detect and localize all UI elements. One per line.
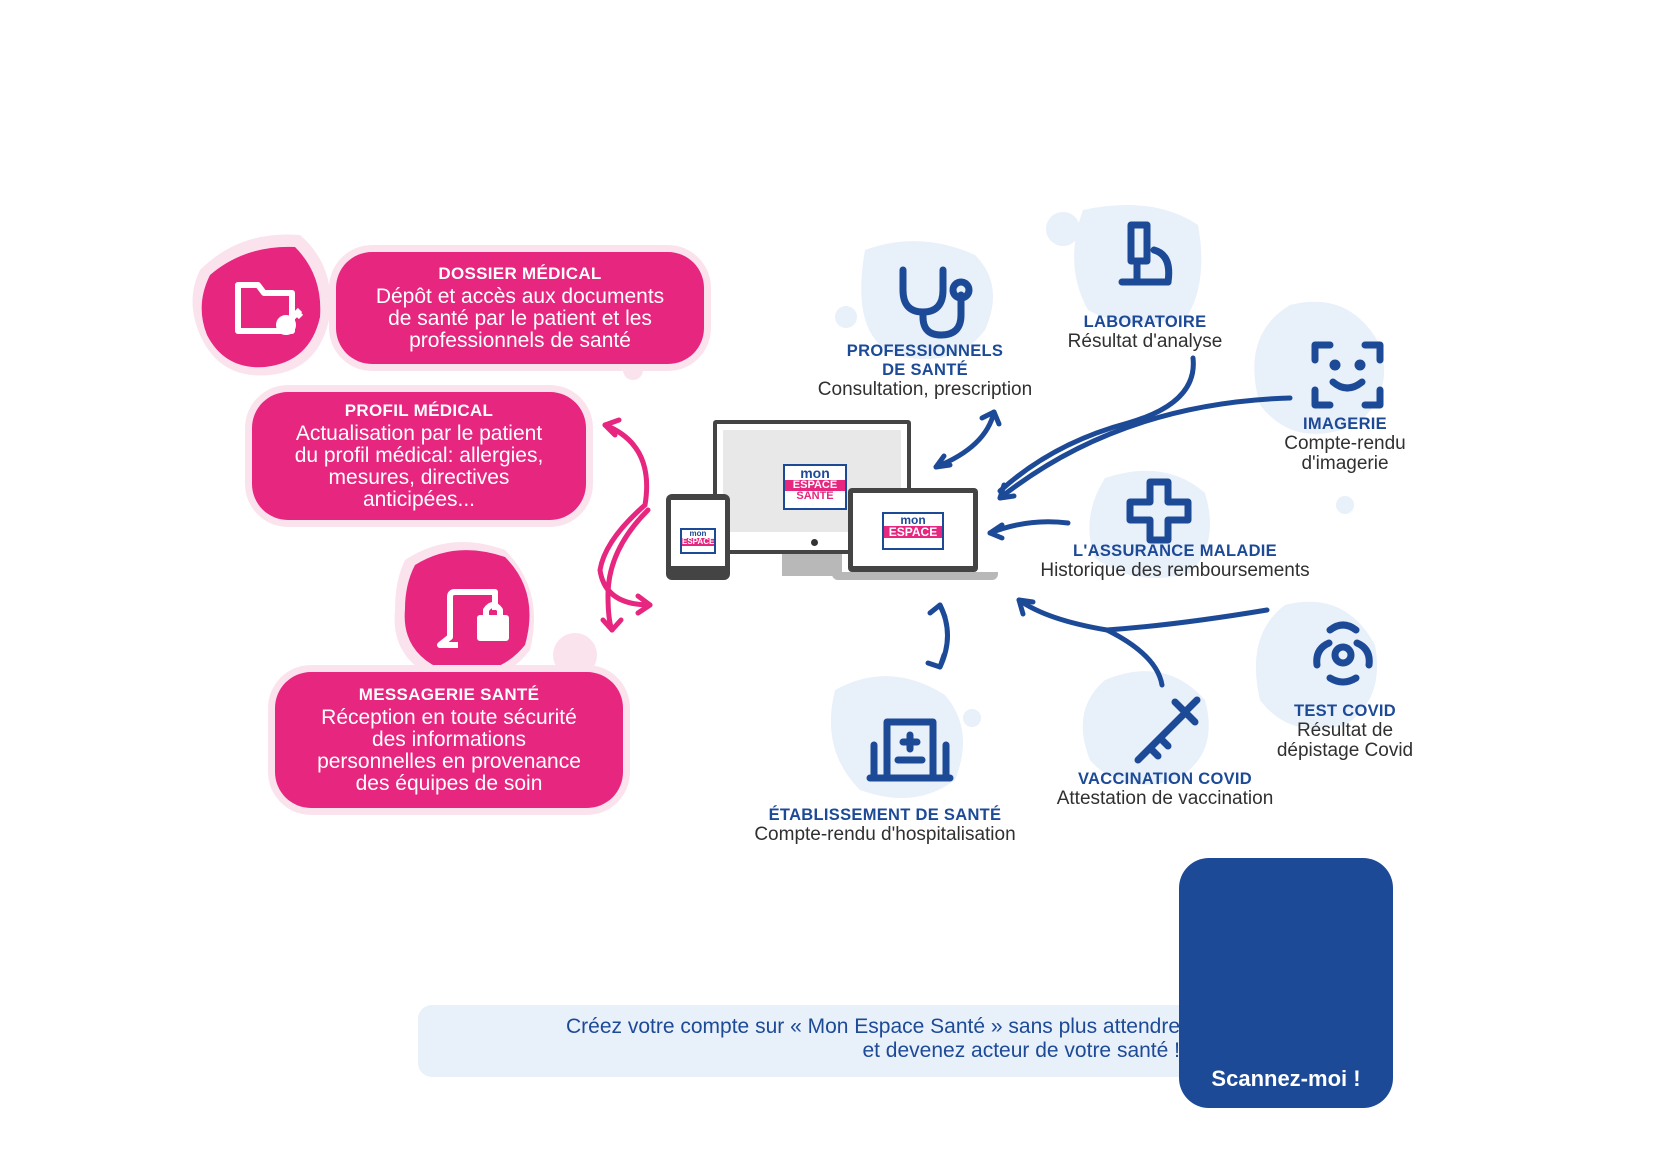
laptop-base [832, 572, 998, 580]
label-desc: Consultation, prescription [817, 379, 1033, 400]
card-desc-line: Actualisation par le patient [295, 422, 543, 445]
label-professionnels: PROFESSIONNELS DE SANTÉ Consultation, pr… [790, 342, 1060, 400]
qr-card[interactable]: Scannez-moi ! [1179, 858, 1393, 1108]
message-lock-icon [437, 589, 509, 648]
card-desc-line: personnelles en provenance [317, 750, 581, 773]
label-vaccination-covid: VACCINATION COVID Attestation de vaccina… [1020, 770, 1310, 809]
card-dossier-medical: DOSSIER MÉDICAL Dépôt et accès aux docum… [336, 252, 704, 364]
label-laboratoire: LABORATOIRE Résultat d'analyse [1030, 313, 1260, 352]
label-desc: Compte-rendu [1284, 433, 1406, 454]
syringe-icon [1134, 696, 1201, 764]
label-desc: Résultat de [1296, 720, 1394, 741]
label-title: TEST COVID [1293, 702, 1396, 720]
label-test-covid: TEST COVID Résultat de dépistage Covid [1250, 702, 1440, 761]
label-desc: Compte-rendu d'hospitalisation [754, 824, 1016, 845]
card-profil-medical: PROFIL MÉDICAL Actualisation par le pati… [252, 392, 586, 520]
label-title: VACCINATION COVID [1077, 770, 1253, 788]
card-desc-line: du profil médical: allergies, [294, 444, 544, 467]
label-etablissement: ÉTABLISSEMENT DE SANTÉ Compte-rendu d'ho… [720, 806, 1050, 845]
label-title: L'ASSURANCE MALADIE [1073, 542, 1277, 560]
hospital-icon [866, 718, 954, 782]
label-desc: Attestation de vaccination [1056, 788, 1274, 809]
label-desc: Résultat d'analyse [1067, 331, 1223, 352]
qr-label: Scannez-moi ! [1211, 1066, 1361, 1091]
folder-key-icon [235, 282, 304, 335]
cta-line-2: et devenez acteur de votre santé ! [862, 1039, 1180, 1062]
label-desc: d'imagerie [1301, 453, 1389, 474]
laptop: mon ESPACE [848, 488, 978, 572]
card-title: DOSSIER MÉDICAL [438, 264, 602, 283]
tablet: mon ESPACE [666, 494, 730, 580]
card-desc-line: anticipées... [362, 488, 476, 511]
label-title: DE SANTÉ [882, 361, 968, 379]
card-desc-line: Réception en toute sécurité [321, 706, 577, 729]
card-desc-line: de santé par le patient et les [388, 307, 652, 330]
stethoscope-icon [899, 266, 973, 339]
pink-icon-blobs [192, 234, 643, 682]
cta-line-1: Créez votre compte sur « Mon Espace Sant… [566, 1015, 1180, 1038]
card-desc-line: Dépôt et accès aux documents [375, 285, 665, 308]
label-desc: dépistage Covid [1276, 740, 1414, 761]
blue-arrows [925, 355, 1293, 688]
card-desc-line: des équipes de soin [355, 772, 543, 795]
laptop-logo: mon ESPACE [882, 512, 944, 550]
biohazard-icon [1313, 621, 1373, 686]
label-title: LABORATOIRE [1083, 313, 1207, 331]
label-title: IMAGERIE [1303, 415, 1387, 433]
label-title: ÉTABLISSEMENT DE SANTÉ [768, 806, 1002, 824]
card-desc-line: professionnels de santé [409, 329, 631, 352]
monitor-logo: mon ESPACE SANTÉ [783, 464, 847, 510]
label-desc: Historique des remboursements [1040, 560, 1310, 581]
card-desc-line: mesures, directives [328, 466, 510, 489]
tablet-logo: mon ESPACE [680, 528, 716, 554]
card-title: MESSAGERIE SANTÉ [358, 685, 540, 704]
medical-cross-icon [1126, 478, 1192, 544]
cta-banner: Créez votre compte sur « Mon Espace Sant… [418, 1005, 1198, 1077]
face-scan-icon [1311, 341, 1384, 409]
card-title: PROFIL MÉDICAL [344, 401, 494, 420]
pink-arrows [597, 417, 653, 633]
microscope-icon [1118, 221, 1173, 286]
label-imagerie: IMAGERIE Compte-rendu d'imagerie [1250, 415, 1440, 474]
label-title: PROFESSIONNELS [846, 342, 1004, 360]
card-desc-line: des informations [371, 728, 527, 751]
monitor-stand [782, 554, 842, 576]
card-messagerie-sante: MESSAGERIE SANTÉ Réception en toute sécu… [275, 672, 623, 808]
label-assurance-maladie: L'ASSURANCE MALADIE Historique des rembo… [1005, 542, 1345, 581]
